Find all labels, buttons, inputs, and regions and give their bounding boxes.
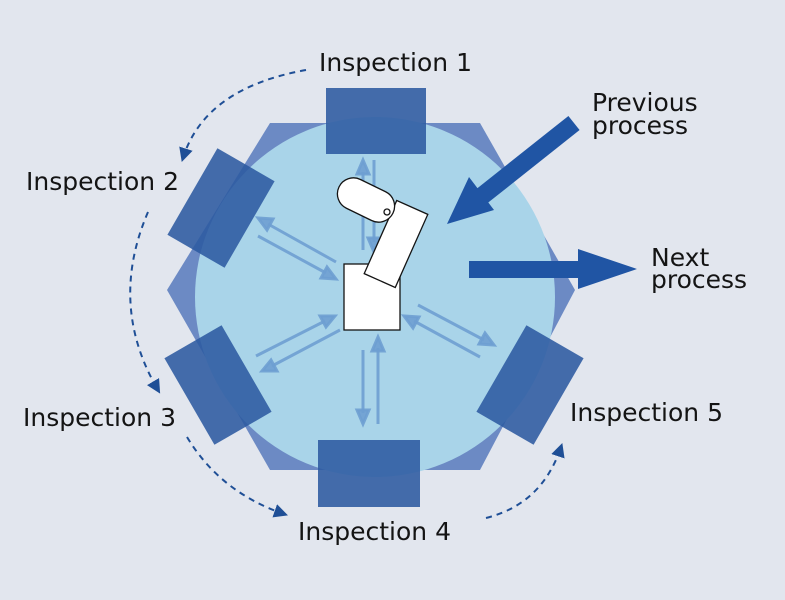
transfer-arrows-inspection-5 — [400, 303, 498, 359]
label-next-process-line-1: Next — [651, 243, 710, 272]
sequence-arrow-2-to-3 — [129, 211, 161, 394]
robot-lower-arm — [363, 199, 429, 289]
sequence-arrow-4-to-5 — [485, 443, 565, 519]
station-inspection-5 — [476, 325, 584, 445]
label-inspection-4: Inspection 4 — [298, 517, 451, 546]
label-inspection-5: Inspection 5 — [570, 398, 723, 427]
sequence-arrow-1-to-2 — [179, 69, 307, 163]
next-process-arrow — [469, 249, 637, 289]
robot-arm — [336, 177, 429, 331]
label-next-process-line-2: process — [651, 265, 748, 294]
robot-upper-arm — [336, 177, 396, 223]
previous-process-arrow — [447, 115, 580, 224]
transfer-arrows-inspection-4 — [354, 333, 387, 428]
transfer-arrows-inspection-3 — [255, 314, 341, 373]
sequence-arrow-3-to-4 — [186, 436, 288, 518]
station-inspection-3 — [164, 325, 272, 445]
label-inspection-1: Inspection 1 — [319, 48, 472, 77]
label-inspection-3: Inspection 3 — [23, 403, 176, 432]
station-inspection-2 — [167, 148, 275, 268]
robot-joint — [383, 208, 391, 216]
label-previous-process-line-1: Previous — [592, 88, 698, 117]
station-inspection-1 — [326, 88, 426, 154]
label-previous-process-line-2: process — [592, 111, 689, 140]
station-inspection-4 — [318, 440, 420, 507]
transfer-arrows-inspection-2 — [254, 216, 340, 281]
label-inspection-2: Inspection 2 — [26, 167, 179, 196]
